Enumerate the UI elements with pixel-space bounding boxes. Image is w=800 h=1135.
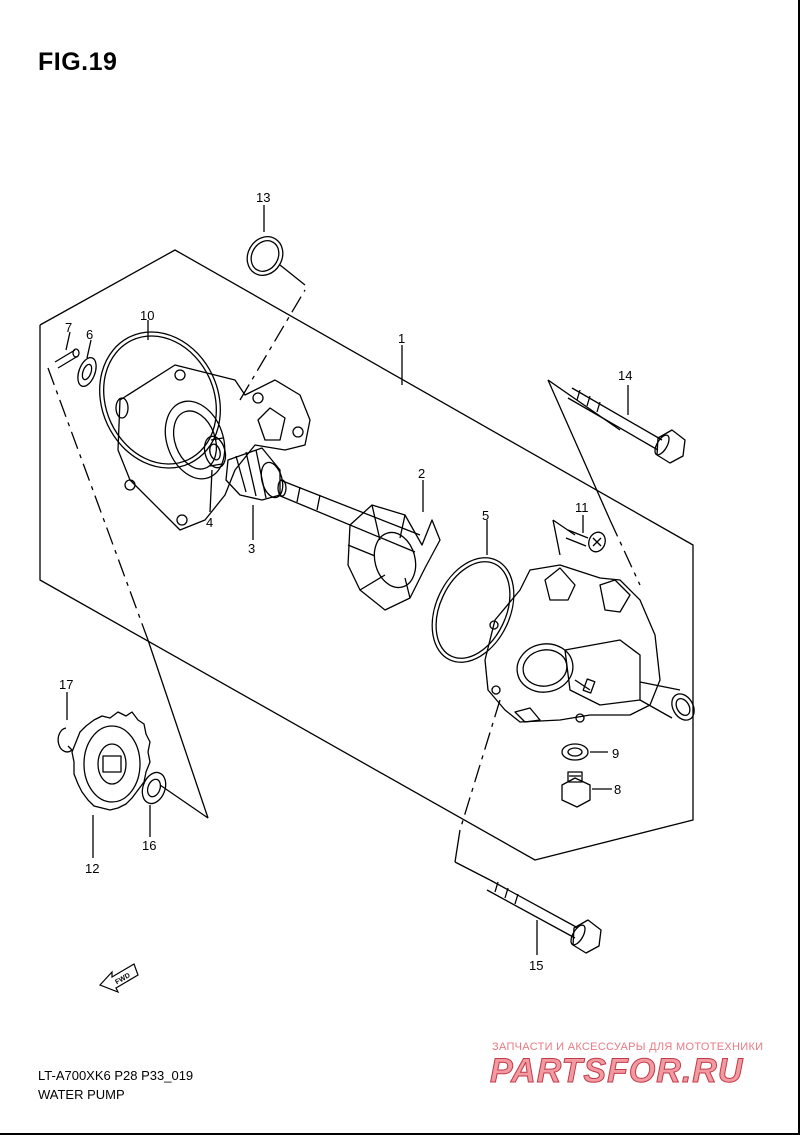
callout-2: 2: [418, 466, 425, 481]
callout-4: 4: [206, 515, 213, 530]
callout-6: 6: [86, 327, 93, 342]
callout-13: 13: [256, 190, 270, 205]
pump-cover: [115, 364, 311, 531]
assembly-outline: [39, 249, 694, 861]
part-4-bearing: [203, 435, 227, 469]
part-9-washer: [561, 743, 589, 761]
callout-3: 3: [248, 541, 255, 556]
watermark-slogan: ЗАПЧАСТИ И АКСЕССУАРЫ ДЛЯ МОТОТЕХНИКИ: [492, 1041, 764, 1053]
part-11-screw: [565, 529, 606, 553]
frame-right-edge: [798, 0, 800, 1135]
callout-12: 12: [85, 861, 99, 876]
callout-15: 15: [529, 958, 543, 973]
callout-10: 10: [140, 308, 154, 323]
callout-17: 17: [59, 677, 73, 692]
callout-16: 16: [142, 838, 156, 853]
callout-11: 11: [575, 500, 589, 515]
callout-1: 1: [398, 331, 405, 346]
frame-bottom-edge: [0, 1133, 800, 1135]
callout-9: 9: [612, 746, 619, 761]
callout-14: 14: [618, 368, 632, 383]
part-14-bolt: [567, 387, 686, 464]
pump-case: [484, 564, 695, 723]
part-7-pin: [54, 348, 80, 369]
part-6-washer: [77, 356, 97, 388]
part-5-o-ring: [431, 557, 515, 663]
part-12-gear: [71, 711, 151, 811]
figure-title: FIG.19: [38, 48, 118, 76]
part-16-washer: [141, 771, 167, 805]
part-17-circlip: [57, 727, 73, 753]
impeller: [347, 504, 441, 611]
section-name: WATER PUMP: [38, 1087, 125, 1102]
callout-numbers: 13 10 7 6 1 14 2 11 5 4 3 9 8 17 16 12 1…: [59, 190, 632, 973]
callout-5: 5: [482, 508, 489, 523]
part-8-drain-bolt: [561, 771, 591, 808]
part-13-o-ring: [246, 236, 284, 276]
part-15-bolt: [486, 879, 602, 954]
part-3-seal: [225, 447, 284, 501]
callout-7: 7: [65, 320, 72, 335]
callout-8: 8: [614, 782, 621, 797]
part-10-o-ring: [99, 331, 221, 469]
part-2-impeller-shaft: [277, 479, 421, 553]
watermark-logo: PARTSFOR.RU: [489, 1052, 744, 1091]
fwd-arrow-icon: FWD: [98, 963, 139, 994]
model-code: LT-A700XK6 P28 P33_019: [38, 1068, 194, 1083]
